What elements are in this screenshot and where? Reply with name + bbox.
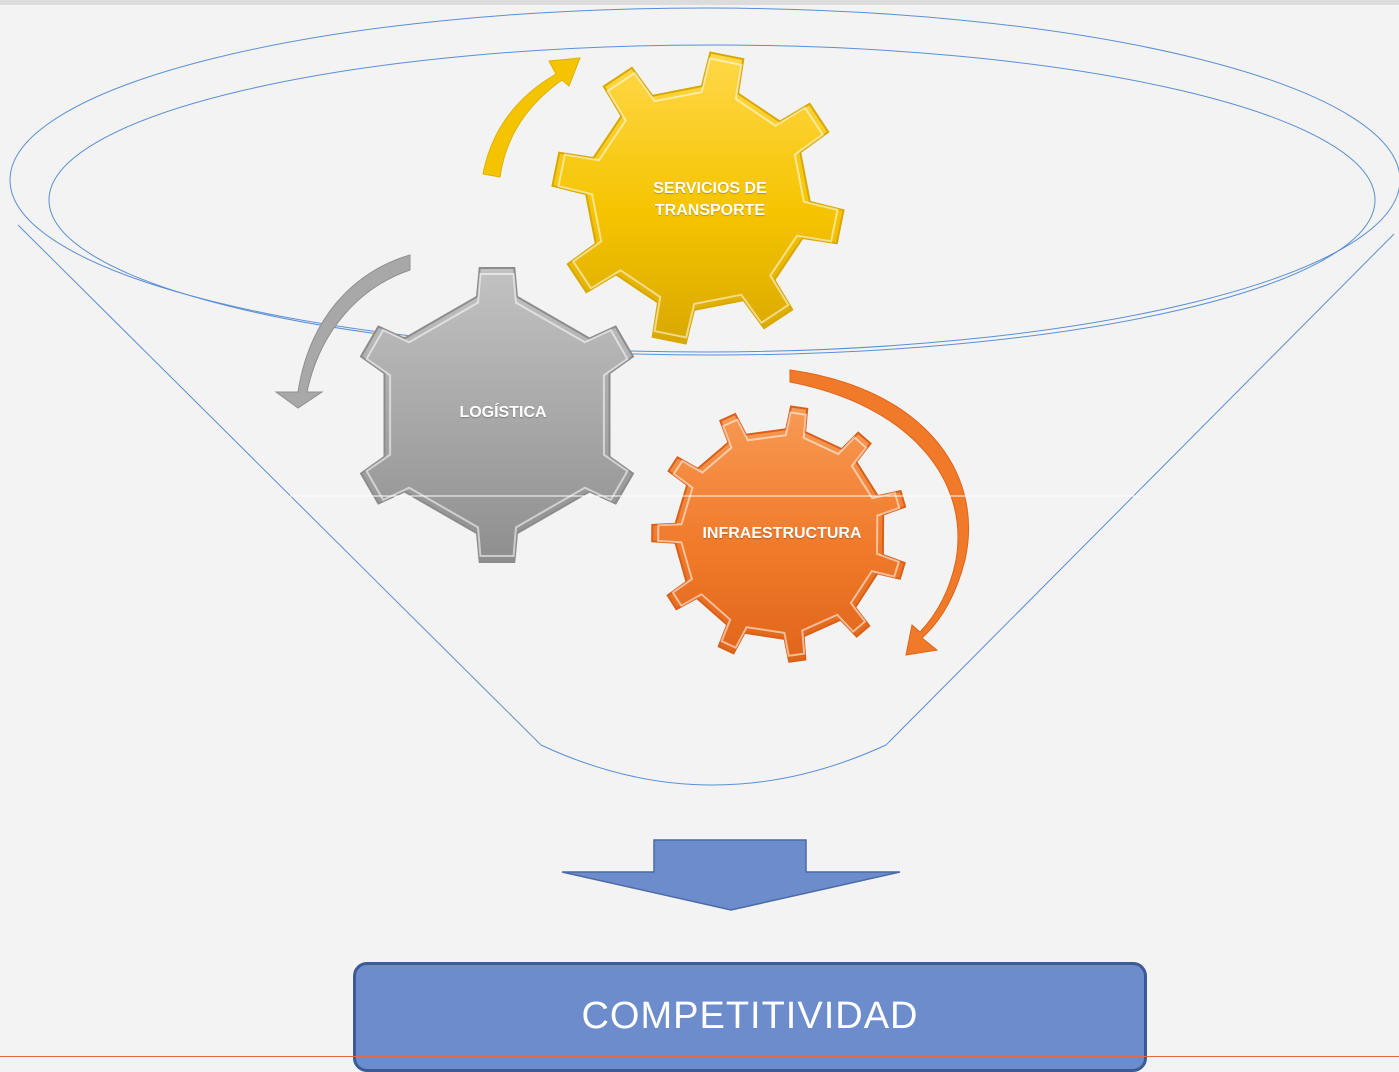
down-arrow — [561, 839, 901, 911]
gear-transport-highlight — [557, 57, 839, 339]
logistics-gear — [359, 267, 635, 563]
infrastructure-gear-label: INFRAESTRUCTURA — [702, 525, 862, 542]
gear-logistics-body — [359, 267, 635, 563]
funnel — [9, 7, 1399, 786]
infrastructure-gear — [651, 405, 907, 663]
transport-label-line2: TRANSPORTE — [654, 202, 766, 219]
funnel-rim-outer — [9, 7, 1399, 353]
competitiveness-box: COMPETITIVIDAD — [353, 962, 1147, 1072]
gear-logistics-highlight — [365, 273, 629, 557]
competitiveness-label: COMPETITIVIDAD — [581, 995, 919, 1037]
logistics-gear-label: LOGÍSTICA — [459, 404, 547, 421]
top-border-line — [0, 0, 1399, 5]
bottom-border-line — [0, 1056, 1399, 1057]
transport-label-line1: SERVICIOS DE — [653, 180, 767, 197]
gray-curved-arrow — [274, 254, 411, 409]
gear-transport-body — [551, 51, 845, 345]
transport-gear — [551, 51, 845, 345]
funnel-rim-inner — [48, 44, 1376, 356]
transport-gear-label: SERVICIOS DE TRANSPORTE — [590, 178, 830, 222]
orange-curved-arrow — [789, 369, 970, 656]
yellow-curved-arrow — [482, 57, 581, 178]
funnel-body — [17, 224, 1395, 786]
gear-infra-highlight — [657, 411, 901, 657]
